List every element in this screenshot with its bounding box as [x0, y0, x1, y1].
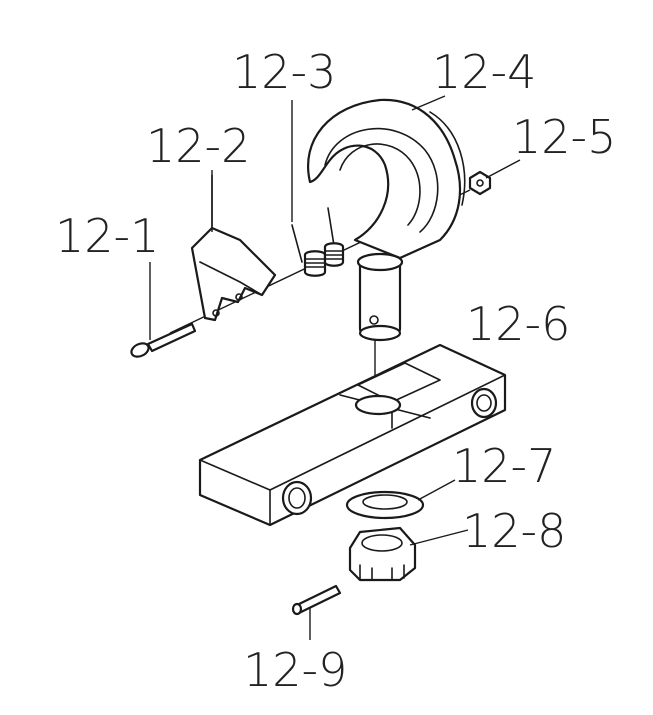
- callout-12-2: 12-2: [146, 119, 250, 173]
- leader-12-5: [485, 159, 521, 179]
- callout-12-9: 12-9: [243, 643, 347, 697]
- callout-12-7: 12-7: [452, 439, 556, 493]
- callout-12-8: 12-8: [462, 504, 566, 558]
- leader-lines: [149, 95, 521, 640]
- part-12-9-cotter-pin: [291, 584, 342, 616]
- callout-12-5: 12-5: [512, 110, 616, 164]
- part-12-5-small-nut: [468, 170, 492, 196]
- part-12-4-hook: [307, 98, 466, 342]
- callout-12-3: 12-3: [232, 45, 336, 99]
- leader-12-8: [409, 529, 469, 546]
- part-12-8-castle-nut: [348, 526, 417, 582]
- part-12-2-latch-bracket: [190, 174, 277, 322]
- part-12-3-springs: [291, 207, 345, 277]
- leader-12-7: [417, 479, 456, 501]
- callout-12-4: 12-4: [432, 45, 536, 99]
- leader-12-4: [411, 95, 446, 111]
- callout-12-1: 12-1: [55, 209, 159, 263]
- part-12-7-washer: [345, 490, 425, 520]
- callout-12-6: 12-6: [466, 297, 570, 351]
- part-12-6-base-block: [198, 343, 507, 527]
- part-12-1-pin: [130, 322, 197, 358]
